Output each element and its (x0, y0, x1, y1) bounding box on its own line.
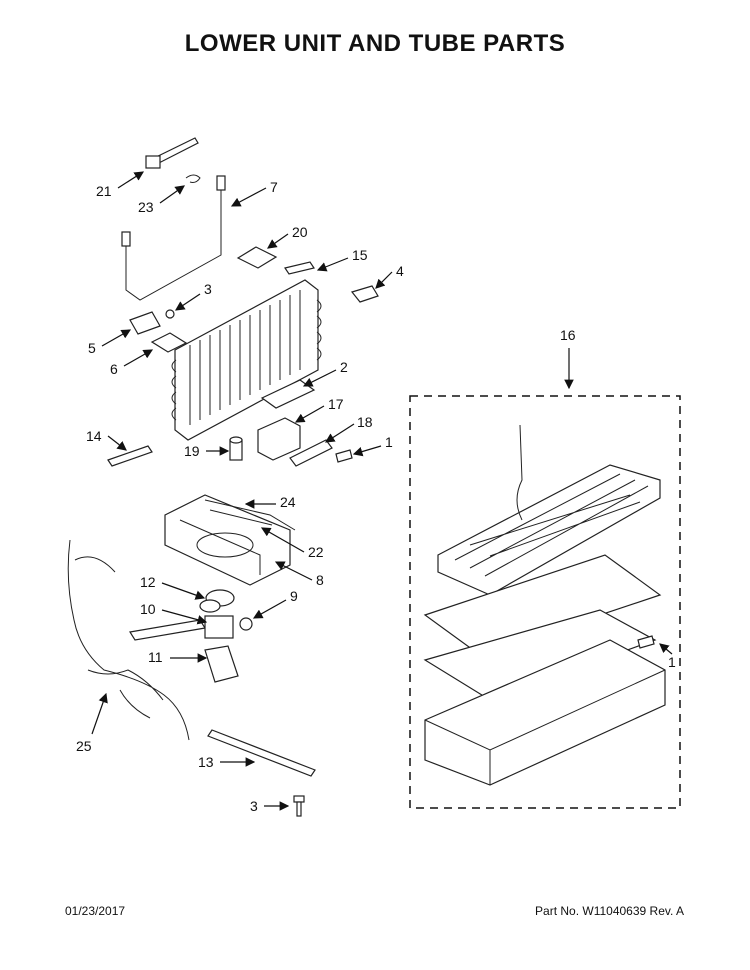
part-1-screw-a (335, 449, 353, 463)
callout-25: 25 (76, 692, 108, 754)
callout-19: 19 (184, 443, 230, 459)
callout-3-top: 3 (175, 281, 212, 311)
svg-text:14: 14 (86, 428, 102, 444)
callout-15: 15 (316, 247, 368, 272)
callout-5: 5 (88, 329, 132, 356)
svg-text:22: 22 (308, 544, 324, 560)
callout-21: 21 (96, 171, 145, 199)
svg-text:7: 7 (270, 179, 278, 195)
svg-text:11: 11 (148, 649, 163, 665)
part-6-thermostat (150, 332, 188, 353)
callout-4: 4 (375, 263, 404, 289)
callout-7: 7 (230, 179, 278, 207)
callout-20: 20 (267, 224, 308, 249)
part-16-assembly-boundary (409, 395, 681, 809)
svg-text:21: 21 (96, 183, 112, 199)
callout-9: 9 (252, 588, 298, 619)
part-18-plate (289, 439, 333, 467)
svg-text:25: 25 (76, 738, 92, 754)
part-16-insulation-sheet (423, 554, 662, 656)
part-23-clip (185, 174, 201, 183)
svg-text:17: 17 (328, 396, 344, 412)
callout-22: 22 (260, 527, 324, 560)
svg-text:18: 18 (357, 414, 373, 430)
part-20-pad (236, 246, 278, 269)
part-10-fan-motor (129, 615, 234, 641)
callout-11: 11 (148, 649, 208, 665)
svg-text:12: 12 (140, 574, 156, 590)
part-16-cover-sheet (423, 609, 657, 701)
svg-text:1: 1 (668, 654, 676, 670)
page-title: LOWER UNIT AND TUBE PARTS (184, 30, 566, 57)
callout-24: 24 (244, 494, 296, 510)
callout-23: 23 (138, 185, 185, 215)
part-3-screw (165, 309, 175, 319)
svg-text:10: 10 (140, 601, 156, 617)
part-2-block (260, 379, 316, 409)
svg-text:9: 9 (290, 588, 298, 604)
svg-text:20: 20 (292, 224, 308, 240)
callout-14: 14 (86, 428, 127, 451)
callout-10: 10 (140, 601, 208, 625)
svg-text:3: 3 (204, 281, 212, 297)
part-11-bracket (204, 645, 239, 683)
part-21-sensor (145, 137, 199, 169)
callout-8: 8 (274, 561, 324, 588)
part-15-tube (284, 261, 315, 275)
part-17-cover (257, 417, 301, 461)
svg-text:3: 3 (250, 798, 258, 814)
part-22-gasket (209, 509, 273, 526)
callout-6: 6 (110, 349, 154, 377)
svg-text:13: 13 (198, 754, 214, 770)
part-8-fan-housing (164, 494, 291, 586)
footer-date: 01/23/2017 (65, 904, 126, 918)
svg-text:5: 5 (88, 340, 96, 356)
svg-text:23: 23 (138, 199, 154, 215)
svg-text:6: 6 (110, 361, 118, 377)
part-13-strip (207, 729, 316, 777)
part-7-defrost-heater (121, 175, 226, 301)
part-14-clip (107, 445, 153, 467)
callout-3-bottom: 3 (250, 798, 290, 814)
part-19-cylinder (229, 436, 243, 461)
callout-16: 16 (560, 327, 576, 390)
part-12-fan-blade (199, 589, 235, 613)
callout-13: 13 (198, 754, 256, 770)
callout-12: 12 (140, 574, 206, 600)
footer-part-info: Part No. W11040639 Rev. A (535, 904, 684, 918)
svg-text:15: 15 (352, 247, 368, 263)
svg-text:19: 19 (184, 443, 200, 459)
svg-text:2: 2 (340, 359, 348, 375)
svg-text:1: 1 (385, 434, 393, 450)
part-16-drain-pan (424, 639, 666, 786)
part-25-wire-harness (67, 539, 190, 741)
part-9-grommet (239, 617, 253, 631)
callout-18: 18 (324, 414, 373, 443)
svg-text:8: 8 (316, 572, 324, 588)
part-4-clip (350, 285, 379, 303)
evaporator-coil (171, 279, 322, 441)
svg-text:24: 24 (280, 494, 296, 510)
part-1-screw-b (637, 635, 655, 649)
callout-2: 2 (302, 359, 348, 387)
part-5-bracket (129, 311, 161, 335)
part-16-heater-tray (437, 424, 661, 596)
svg-text:16: 16 (560, 327, 576, 343)
part-24-tube (204, 499, 296, 531)
callout-17: 17 (294, 396, 344, 423)
svg-text:4: 4 (396, 263, 404, 279)
callout-1-right: 1 (659, 643, 676, 670)
part-3-screw-b (293, 795, 305, 817)
callout-1-left: 1 (352, 434, 393, 457)
